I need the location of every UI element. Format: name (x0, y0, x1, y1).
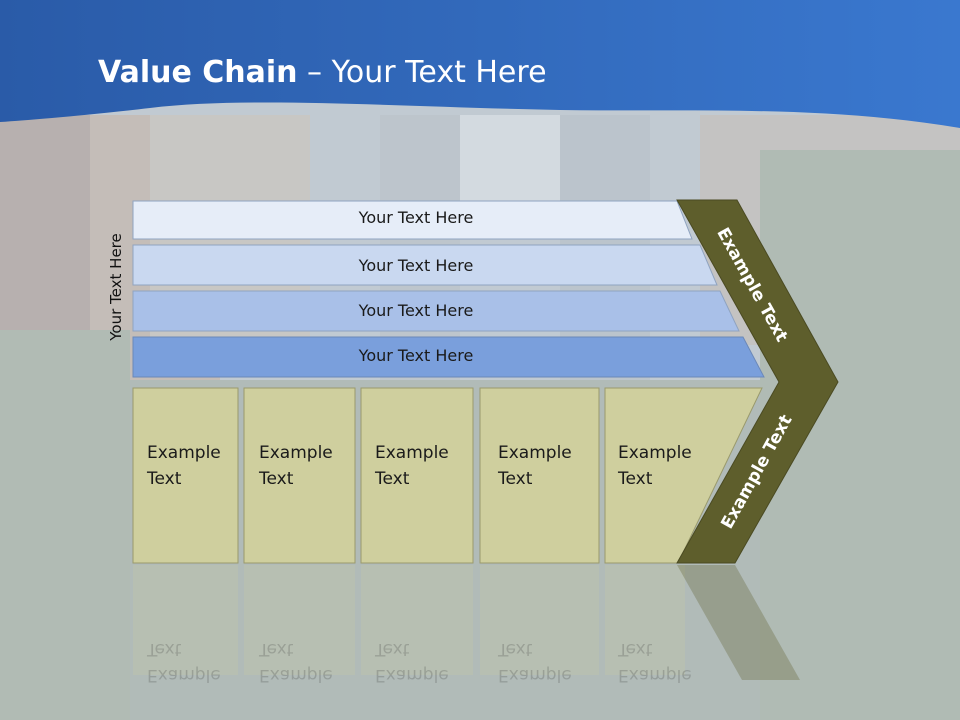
example-box-4: Example Text (498, 440, 572, 492)
value-row-1-shape (132, 200, 693, 240)
example-box-3-shape (360, 387, 474, 564)
value-row-2-label: Your Text Here (358, 256, 474, 275)
example-box-1-line2: Text (147, 469, 182, 489)
example-box-1-shape (132, 387, 239, 564)
value-row-3-label: Your Text Here (358, 301, 474, 320)
value-row-4-label: Your Text Here (358, 346, 474, 365)
example-box-5: Example Text (618, 440, 692, 492)
example-box-2-line1: Example (259, 443, 333, 463)
value-row-4-shape (132, 336, 765, 378)
example-box-4-line1: Example (498, 443, 572, 463)
example-box-2-line2: Text (259, 469, 294, 489)
example-box-3-line1: Example (375, 443, 449, 463)
value-row-2-shape (132, 244, 718, 286)
chevron-arrow-shape (676, 199, 839, 564)
example-box-4-line2: Text (498, 469, 533, 489)
example-box-4-shape (479, 387, 600, 564)
example-box-2: Example Text (259, 440, 333, 492)
example-box-5-line1: Example (618, 443, 692, 463)
example-box-1-line1: Example (147, 443, 221, 463)
example-box-3: Example Text (375, 440, 449, 492)
value-row-3-shape (132, 290, 740, 332)
example-box-1: Example Text (147, 440, 221, 492)
side-label: Your Text Here (107, 233, 125, 341)
example-box-5-line2: Text (618, 469, 653, 489)
value-row-1-label: Your Text Here (358, 208, 474, 227)
slide-title: Value Chain – Your Text Here (98, 55, 547, 90)
example-box-3-line2: Text (375, 469, 410, 489)
example-box-2-shape (243, 387, 356, 564)
